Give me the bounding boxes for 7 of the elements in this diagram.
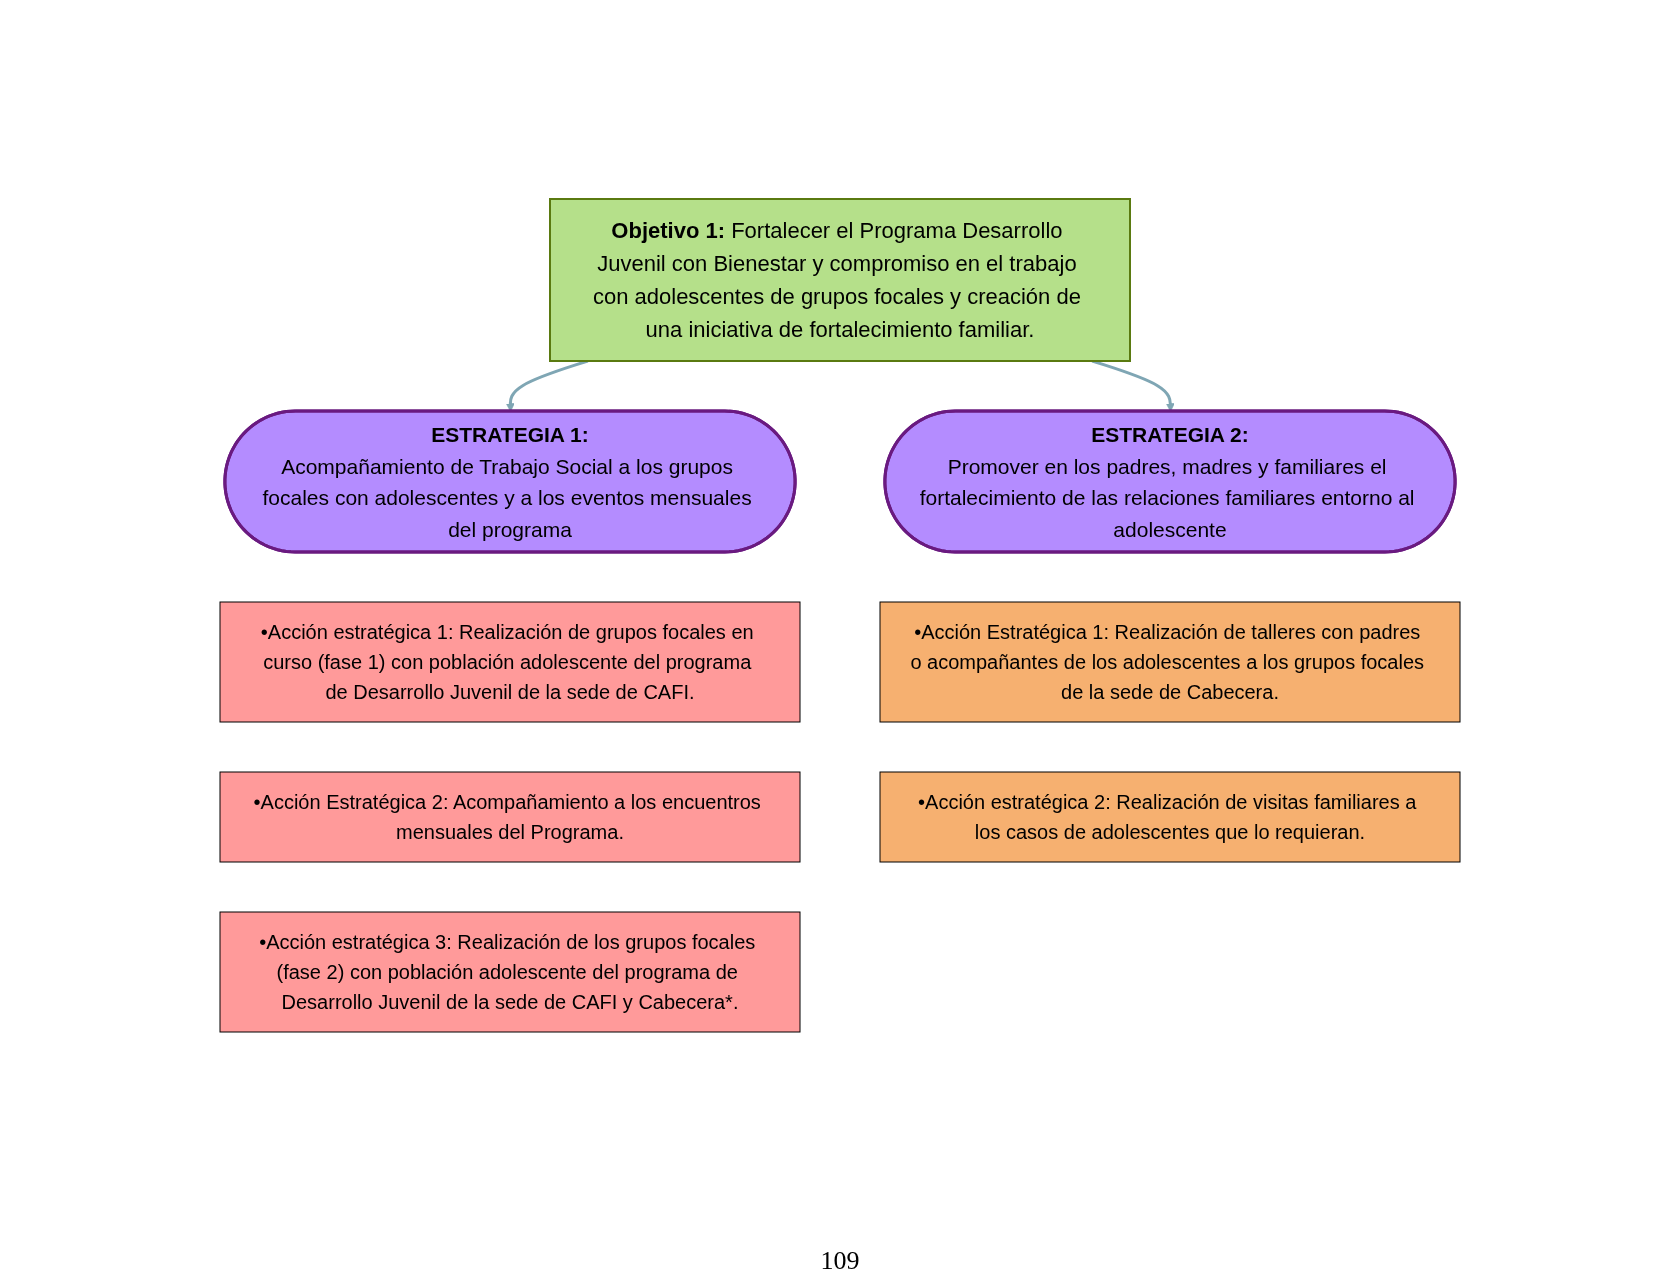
node-box: •Acción estratégica 3: Realización de los grupos focales (fase 2) con población adolescente del programa de Desarrollo Juvenil de la sede de CAFI y Cabecera*. xyxy=(219,911,801,1032)
node-box: Objetivo 1: Fortalecer el Programa Desarrollo Juvenil con Bienestar y compromiso en el trabajo con adolescentes de grupos focales y creación de una iniciativa de fortalecimiento familiar. xyxy=(549,197,1131,362)
node-box: •Acción Estratégica 2: Acompañamiento a los encuentros mensuales del Programa. xyxy=(219,771,801,862)
node-box: •Acción Estratégica 1: Realización de talleres con padres o acompañantes de los adolescentes a los grupos focales de la sede de Cabecera. xyxy=(879,601,1461,722)
page-number: 109 xyxy=(820,1246,860,1275)
node-box: •Acción estratégica 2: Realización de visitas familiares a los casos de adolescentes que lo requieran. xyxy=(879,771,1461,862)
node-box: •Acción estratégica 1: Realización de grupos focales en curso (fase 1) con población adolescente del programa de Desarrollo Juvenil de la sede de CAFI. xyxy=(219,601,801,722)
